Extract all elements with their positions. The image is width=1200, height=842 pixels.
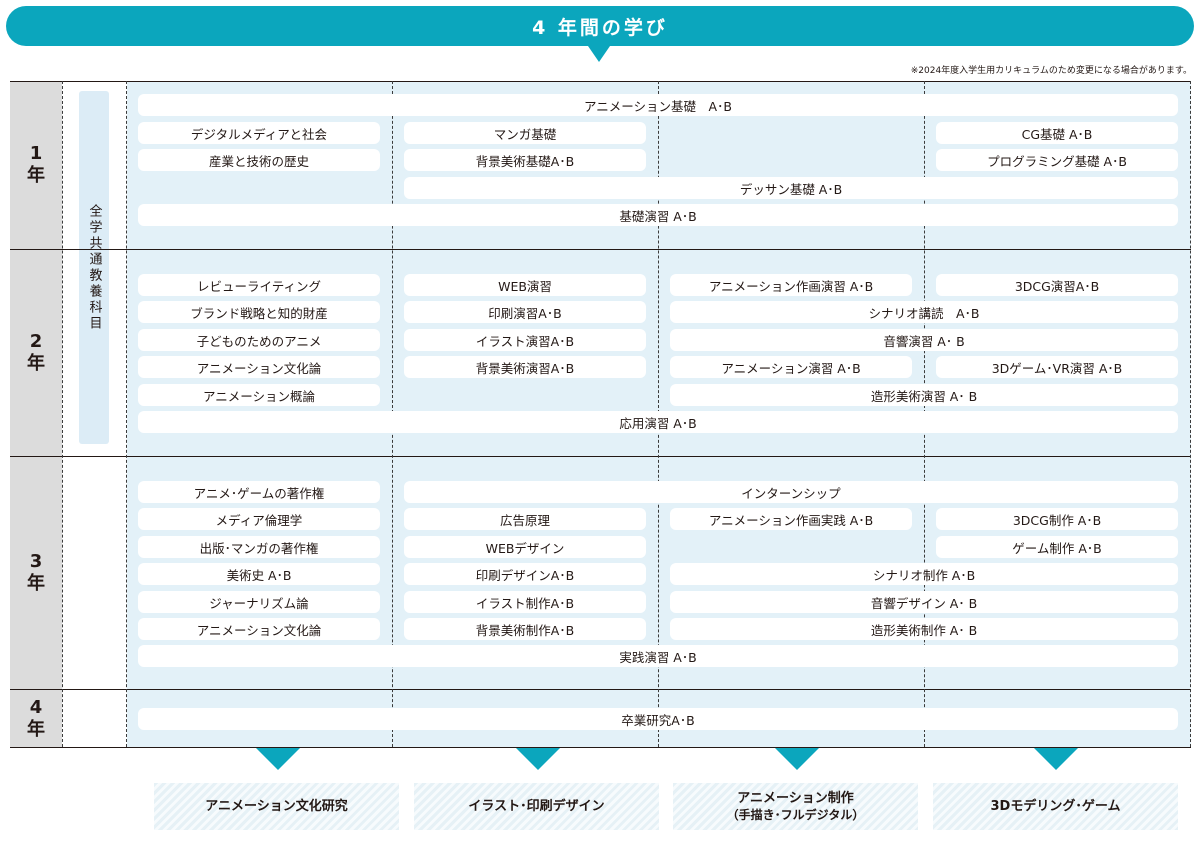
course-cell: WEB演習	[404, 274, 646, 296]
year-label-4: 4 年	[10, 690, 62, 747]
down-arrow-icon	[775, 748, 819, 770]
year-suffix: 年	[27, 353, 45, 374]
course-cell: 音響演習 A･ B	[670, 329, 1178, 351]
course-anime-culture: アニメーション文化研究	[154, 783, 399, 830]
row-divider	[10, 689, 1191, 690]
year-suffix: 年	[27, 718, 45, 740]
row-divider	[10, 456, 1191, 457]
row-divider	[10, 249, 1191, 250]
page-title: 4 年間の学び	[6, 6, 1194, 46]
course-cell: 印刷デザインA･B	[404, 563, 646, 585]
course-illust-print: イラスト･印刷デザイン	[414, 783, 659, 830]
course-cell: シナリオ制作 A･B	[670, 563, 1178, 585]
course-cell: CG基礎 A･B	[936, 122, 1178, 144]
course-cell: ゲーム制作 A･B	[936, 536, 1178, 558]
course-cell: 背景美術制作A･B	[404, 618, 646, 640]
course-cell: 3DCG制作 A･B	[936, 508, 1178, 530]
course-cell: デジタルメディアと社会	[138, 122, 380, 144]
year-suffix: 年	[27, 165, 45, 186]
course-cell: ブランド戦略と知的財産	[138, 301, 380, 323]
curriculum-note: ※2024年度入学生用カリキュラムのため変更になる場合があります。	[910, 66, 1192, 76]
course-cell: 基礎演習 A･B	[138, 204, 1178, 226]
course-cell: アニメーション演習 A･B	[670, 356, 912, 378]
course-cell: プログラミング基礎 A･B	[936, 149, 1178, 171]
year-label-3: 3 年	[10, 457, 62, 689]
course-cell: アニメーション文化論	[138, 356, 380, 378]
year-suffix: 年	[27, 573, 45, 594]
row-divider	[10, 81, 1191, 82]
course-cell: ジャーナリズム論	[138, 591, 380, 613]
course-title: イラスト･印刷デザイン	[468, 799, 605, 814]
course-cell: 背景美術演習A･B	[404, 356, 646, 378]
column-divider	[62, 81, 63, 747]
row-divider	[10, 747, 1191, 748]
year-number: 4	[29, 696, 43, 718]
course-cell: レビューライティング	[138, 274, 380, 296]
course-cell: 美術史 A･B	[138, 563, 380, 585]
course-cell: アニメーション作画実践 A･B	[670, 508, 912, 530]
course-cell: 3Dゲーム･VR演習 A･B	[936, 356, 1178, 378]
course-cell: 卒業研究A･B	[138, 708, 1178, 730]
year-number: 1	[29, 143, 43, 164]
course-cell: 応用演習 A･B	[138, 411, 1178, 433]
column-divider	[126, 81, 127, 747]
course-cell: アニメーション概論	[138, 384, 380, 406]
course-cell: 産業と技術の歴史	[138, 149, 380, 171]
course-cell: マンガ基礎	[404, 122, 646, 144]
course-title: アニメーション文化研究	[205, 799, 348, 814]
year-label-2: 2 年	[10, 250, 62, 456]
course-cell: アニメーション基礎 A･B	[138, 94, 1178, 116]
course-anime-production: アニメーション制作 （手描き･フルデジタル）	[673, 783, 918, 830]
course-title: アニメーション制作	[737, 790, 854, 806]
course-cell: イラスト制作A･B	[404, 591, 646, 613]
course-cell: 造形美術演習 A･ B	[670, 384, 1178, 406]
course-cell: 造形美術制作 A･ B	[670, 618, 1178, 640]
year-number: 3	[29, 551, 43, 572]
title-arrow-icon	[588, 46, 610, 62]
down-arrow-icon	[1034, 748, 1078, 770]
common-liberal-arts: 全学共通教養科目	[79, 91, 109, 444]
course-cell: 印刷演習A･B	[404, 301, 646, 323]
course-cell: 広告原理	[404, 508, 646, 530]
course-cell: 子どものためのアニメ	[138, 329, 380, 351]
course-cell: インターンシップ	[404, 481, 1178, 503]
course-cell: イラスト演習A･B	[404, 329, 646, 351]
course-subtitle: （手描き･フルデジタル）	[726, 807, 865, 822]
column-divider	[1190, 81, 1191, 747]
course-cell: メディア倫理学	[138, 508, 380, 530]
course-cell: アニメ･ゲームの著作権	[138, 481, 380, 503]
course-cell: WEBデザイン	[404, 536, 646, 558]
course-cell: 音響デザイン A･ B	[670, 591, 1178, 613]
course-cell: 出版･マンガの著作権	[138, 536, 380, 558]
course-cell: 3DCG演習A･B	[936, 274, 1178, 296]
course-cell: 背景美術基礎A･B	[404, 149, 646, 171]
down-arrow-icon	[516, 748, 560, 770]
year-number: 2	[29, 331, 43, 352]
course-cell: アニメーション文化論	[138, 618, 380, 640]
course-cell: シナリオ講読 A･B	[670, 301, 1178, 323]
course-title: 3Dモデリング･ゲーム	[990, 799, 1121, 814]
down-arrow-icon	[256, 748, 300, 770]
course-3d-game: 3Dモデリング･ゲーム	[933, 783, 1178, 830]
course-cell: デッサン基礎 A･B	[404, 177, 1178, 199]
course-cell: 実践演習 A･B	[138, 645, 1178, 667]
year-label-1: 1 年	[10, 81, 62, 249]
course-cell: アニメーション作画演習 A･B	[670, 274, 912, 296]
